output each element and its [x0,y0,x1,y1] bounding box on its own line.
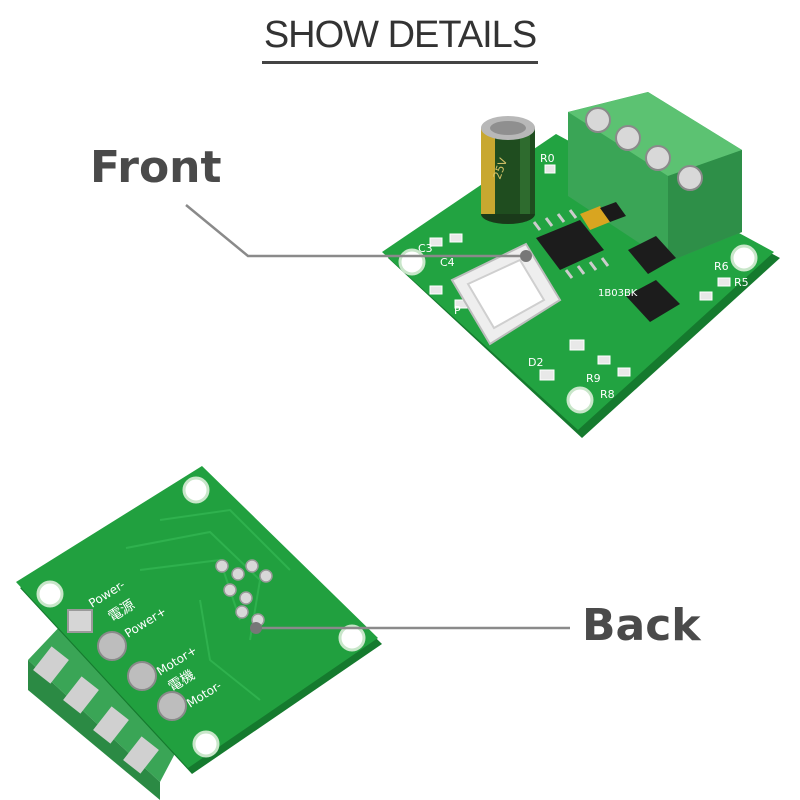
silkscreen-label: D2 [528,356,543,369]
silkscreen-label: R5 [734,276,749,289]
silkscreen-label: P [454,304,461,317]
mounting-hole [192,730,220,758]
electrolytic-capacitor: 25V [481,116,535,224]
jst-connector [450,242,562,346]
silkscreen-label: R0 [540,152,555,165]
back-callout [250,622,570,634]
front-callout [185,204,532,262]
silkscreen-label: R9 [586,372,601,385]
smd-pads [429,164,731,381]
silkscreen-label: R8 [600,388,615,401]
silkscreen-label: R6 [714,260,729,273]
back-terminal-block [28,622,200,800]
page-title: SHOW DETAILS [0,14,800,61]
terminal-solder-joints [67,609,187,721]
mounting-hole [36,580,64,608]
chip-marking: 1B03BK [598,288,638,299]
back-pcb-surface [16,466,378,768]
mounting-hole [730,244,758,272]
mounting-hole [182,476,210,504]
solder-pads [215,559,273,627]
silkscreen-label: C4 [440,256,455,269]
back-pcb-board: Power- 電源 Power+ Motor+ 電機 Motor- [16,466,382,800]
silkscreen-label: C3 [418,242,433,255]
front-label: Front [90,142,222,193]
mounting-hole [566,386,594,414]
mounting-hole [338,624,366,652]
title-text: SHOW DETAILS [263,14,537,56]
ic-chip [532,209,610,279]
title-underline [262,61,538,64]
front-pcb-board: 25V [382,92,780,438]
back-label: Back [582,600,701,651]
transistor [580,202,680,322]
